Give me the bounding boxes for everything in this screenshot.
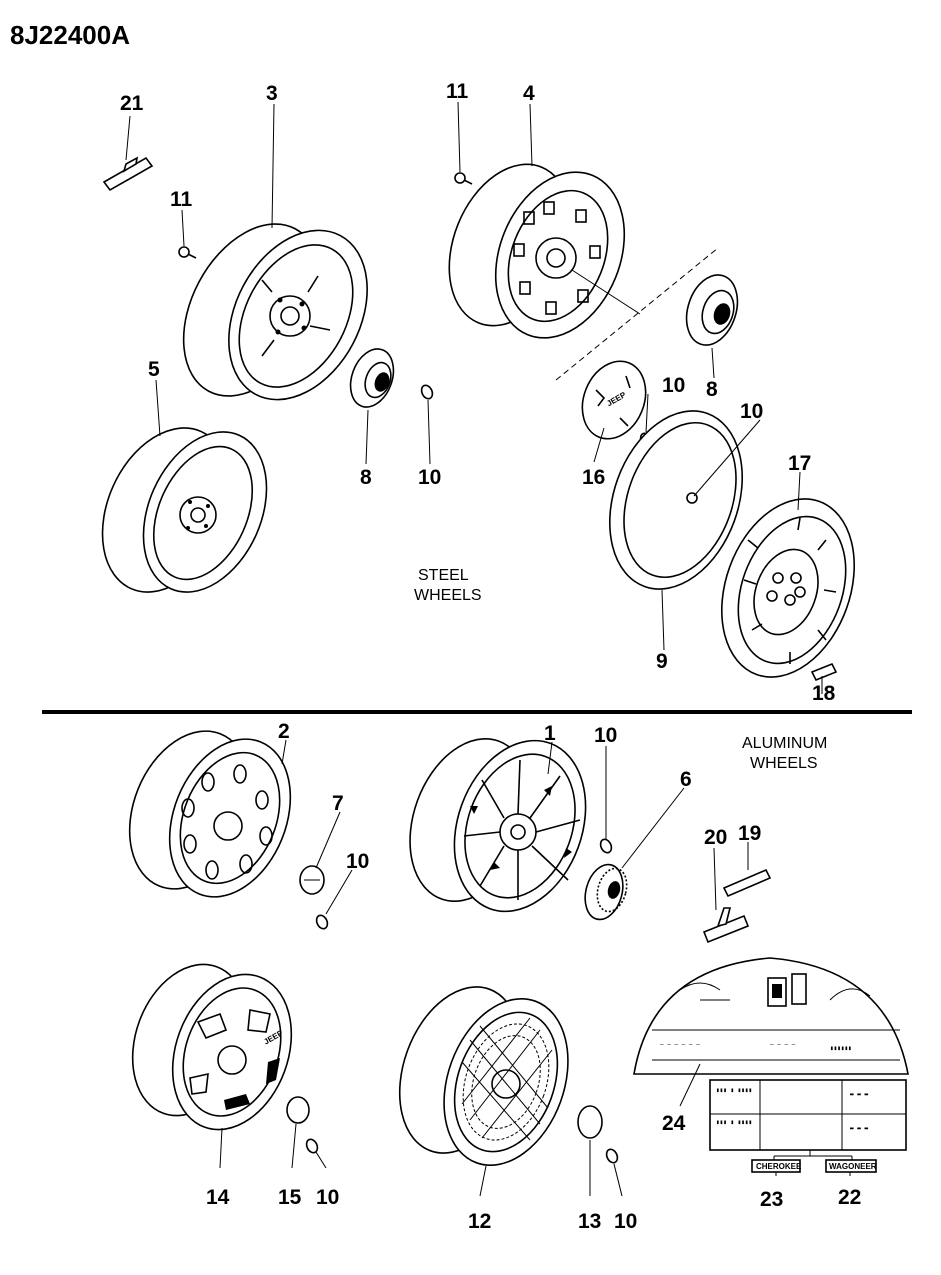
wagoneer-label: WAGONEER: [829, 1162, 877, 1171]
hub-cap-8-left: [349, 348, 395, 408]
callout-4: 4: [523, 82, 535, 105]
center-cap-7: [299, 865, 325, 895]
aluminum-wheels-caption-line1: ALUMINUM: [742, 735, 827, 752]
callout-10-f: 10: [316, 1186, 339, 1209]
variant-divider: [555, 247, 719, 381]
valve-stem-10-f: [605, 1148, 619, 1164]
callout-10-d: 10: [346, 850, 369, 873]
center-cap-13: [577, 1105, 603, 1139]
hub-cap-8-right: [685, 274, 739, 346]
svg-text:▮▮▮ ▮ ▮▮▮▮: ▮▮▮ ▮ ▮▮▮▮: [716, 1119, 752, 1126]
callout-10-g: 10: [614, 1210, 637, 1233]
lug-bolt-11-right: [454, 172, 473, 185]
valve-18: [810, 662, 838, 682]
callout-22: 22: [838, 1186, 861, 1209]
balance-weight-20: [702, 907, 750, 944]
svg-text:— — — — — —: — — — — — —: [660, 1041, 700, 1048]
aluminum-wheel-2: [128, 730, 292, 898]
wheel-cover-9: [608, 410, 744, 651]
center-cap-16: JEEP: [581, 360, 647, 440]
aluminum-wheel-14: JEEP: [131, 963, 293, 1131]
callout-10-c: 10: [740, 400, 763, 423]
balance-weight-19: [722, 868, 772, 898]
steel-wheels-caption-line1: STEEL: [418, 567, 469, 584]
lug-bolt-11-left: [178, 246, 197, 259]
svg-text:— — — —: — — — —: [770, 1041, 796, 1048]
callout-16: 16: [582, 466, 605, 489]
callout-18: 18: [812, 682, 836, 705]
valve-stem-10-a: [420, 384, 434, 400]
callout-8-right: 8: [706, 378, 718, 401]
aluminum-wheels-caption-line2: WHEELS: [750, 755, 818, 772]
document-id: 8J22400A: [10, 20, 130, 50]
valve-stem-10-e: [305, 1138, 319, 1154]
aluminum-wheel-1: [409, 737, 587, 913]
steel-wheel-4: [448, 163, 641, 339]
callout-11-left: 11: [170, 188, 193, 211]
callout-19: 19: [738, 822, 761, 845]
callout-3: 3: [266, 82, 278, 105]
callout-numbers: 21 3 11 11 4 5 8 10 8 10 16 10 17 9 18 2…: [120, 80, 861, 1233]
callout-6: 6: [680, 768, 692, 791]
svg-text:▮▮▮ ▮ ▮▮▮▮: ▮▮▮ ▮ ▮▮▮▮: [716, 1087, 752, 1094]
svg-text:▮▮▮▮▮▮: ▮▮▮▮▮▮: [830, 1045, 852, 1052]
callout-7: 7: [332, 792, 344, 815]
balance-weight-21: [102, 156, 154, 192]
callout-13: 13: [578, 1210, 601, 1233]
wheel-cover-17: [720, 498, 856, 678]
callout-23: 23: [760, 1188, 783, 1211]
callout-21: 21: [120, 92, 144, 115]
valve-stem-10-c: [315, 914, 329, 930]
callout-24: 24: [662, 1112, 686, 1135]
steel-wheels-caption-line2: WHEELS: [414, 587, 482, 604]
tire-placard-table: ▮▮▮ ▮ ▮▮▮▮ ▮▮▮ ▮ ▮▮▮▮ ▬ ▬ ▬ ▬ ▬ ▬: [709, 1079, 907, 1166]
callout-2: 2: [278, 720, 290, 743]
callout-10-a: 10: [418, 466, 441, 489]
leader-lines: [125, 101, 851, 1197]
callout-5: 5: [148, 358, 160, 381]
cherokee-label: CHEROKEE: [756, 1162, 802, 1171]
center-cap-15: [286, 1096, 310, 1124]
callout-17: 17: [788, 452, 811, 475]
callout-14: 14: [206, 1186, 230, 1209]
steel-wheel-3: [182, 223, 368, 401]
callout-10-b: 10: [662, 374, 685, 397]
cherokee-placard-23: CHEROKEE: [751, 1159, 802, 1173]
callout-11-right: 11: [446, 80, 469, 103]
steel-wheel-5: [101, 427, 268, 593]
callout-15: 15: [278, 1186, 302, 1209]
section-divider: [42, 710, 912, 714]
callout-10-e: 10: [594, 724, 617, 747]
callout-20: 20: [704, 826, 727, 849]
aluminum-wheel-12: [398, 986, 569, 1167]
center-cap-6: [584, 863, 628, 921]
callout-8-left: 8: [360, 466, 372, 489]
callout-1: 1: [544, 722, 556, 745]
valve-stem-10-d: [599, 838, 613, 854]
wagoneer-placard-22: WAGONEER: [825, 1159, 877, 1173]
tire-label-24: — — — — — — — — — — ▮▮▮▮▮▮: [633, 957, 909, 1075]
callout-12: 12: [468, 1210, 491, 1233]
callout-9: 9: [656, 650, 668, 673]
svg-text:▬ ▬ ▬: ▬ ▬ ▬: [850, 1091, 868, 1098]
svg-text:▬ ▬ ▬: ▬ ▬ ▬: [850, 1125, 868, 1132]
